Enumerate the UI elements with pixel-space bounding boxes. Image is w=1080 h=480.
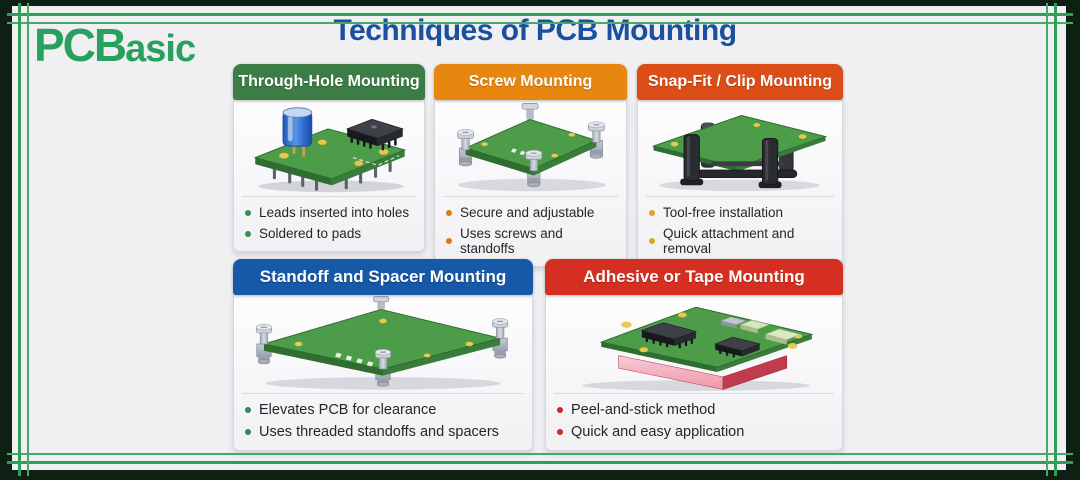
card-title: Screw Mounting	[468, 73, 593, 90]
bullet-item: Secure and adjustable	[446, 205, 615, 220]
bullet-text: Uses threaded standoffs and spacers	[259, 424, 499, 440]
card-through-hole-mounting: Through-Hole Mounting	[233, 64, 425, 252]
card-title: Standoff and Spacer Mounting	[259, 267, 507, 286]
bullet-text: Peel-and-stick method	[571, 402, 716, 418]
bullet-item: Peel-and-stick method	[557, 402, 831, 418]
card-standoff-spacer-mounting: Standoff and Spacer Mounting	[233, 259, 533, 451]
bullet-dot	[245, 429, 251, 435]
card-divider	[554, 393, 834, 394]
page-title: Techniques of PCB Mounting	[333, 14, 737, 47]
bullet-item: Uses threaded standoffs and spacers	[245, 424, 521, 440]
card-divider	[646, 196, 834, 197]
bullet-item: Quick and easy application	[557, 424, 831, 440]
card-divider	[242, 196, 416, 197]
bullet-dot	[245, 407, 251, 413]
bullet-dot	[245, 230, 251, 237]
bullet-list: Elevates PCB for clearance Uses threaded…	[234, 394, 532, 450]
bullet-text: Soldered to pads	[259, 226, 362, 241]
card-divider	[443, 196, 618, 197]
card-title: Adhesive or Tape Mounting	[583, 267, 805, 286]
bullet-text: Quick and easy application	[571, 424, 745, 440]
bullet-text: Leads inserted into holes	[259, 205, 410, 220]
adhesive-pcb-illustration	[546, 295, 842, 393]
bullet-item: Quick attachment and removal	[649, 226, 831, 256]
pcbasic-logo: PCBasic	[34, 19, 196, 71]
bullet-dot	[245, 209, 251, 216]
bullet-item: Leads inserted into holes	[245, 205, 413, 220]
card-body: Tool-free installation Quick attachment …	[637, 100, 843, 267]
logo-text-light: asic	[125, 28, 196, 70]
through-hole-pcb-illustration	[234, 100, 424, 196]
card-body: Peel-and-stick method Quick and easy app…	[545, 295, 843, 451]
card-body: Elevates PCB for clearance Uses threaded…	[233, 295, 533, 451]
bullet-dot	[446, 238, 452, 244]
card-body: Leads inserted into holes Soldered to pa…	[233, 100, 425, 252]
card-snap-fit-clip-mounting: Snap-Fit / Clip Mounting	[637, 64, 843, 267]
bullet-dot	[649, 238, 655, 244]
bullet-dot	[557, 407, 563, 413]
logo-text-bold: PCB	[34, 19, 127, 71]
bullet-dot	[557, 429, 563, 435]
bullet-text: Elevates PCB for clearance	[259, 402, 437, 418]
bullet-list: Tool-free installation Quick attachment …	[638, 197, 842, 266]
bullet-item: Uses screws and standoffs	[446, 226, 615, 256]
card-header: Snap-Fit / Clip Mounting	[637, 64, 843, 100]
card-body: Secure and adjustable Uses screws and st…	[434, 100, 627, 267]
card-header: Screw Mounting	[434, 64, 627, 100]
standoff-pcb-illustration	[234, 295, 532, 393]
card-adhesive-tape-mounting: Adhesive or Tape Mounting	[545, 259, 843, 451]
bullet-list: Peel-and-stick method Quick and easy app…	[546, 394, 842, 450]
card-screw-mounting: Screw Mounting	[434, 64, 627, 267]
bullet-text: Quick attachment and removal	[663, 226, 795, 256]
bullet-list: Secure and adjustable Uses screws and st…	[435, 197, 626, 266]
bullet-text: Secure and adjustable	[460, 205, 595, 220]
bullet-item: Tool-free installation	[649, 205, 831, 220]
bullet-list: Leads inserted into holes Soldered to pa…	[234, 197, 424, 251]
screw-mounted-pcb-illustration	[435, 100, 626, 196]
card-title: Through-Hole Mounting	[238, 73, 420, 90]
card-header: Standoff and Spacer Mounting	[233, 259, 533, 295]
card-header: Adhesive or Tape Mounting	[545, 259, 843, 295]
card-header: Through-Hole Mounting	[233, 64, 425, 100]
bullet-dot	[446, 209, 452, 216]
bullet-text: Tool-free installation	[663, 205, 784, 220]
bullet-item: Elevates PCB for clearance	[245, 402, 521, 418]
bullet-text: Uses screws and standoffs	[460, 226, 563, 256]
card-divider	[242, 393, 524, 394]
snap-fit-pcb-illustration	[638, 100, 842, 196]
card-title: Snap-Fit / Clip Mounting	[648, 73, 832, 90]
bullet-dot	[649, 209, 655, 216]
bullet-item: Soldered to pads	[245, 226, 413, 241]
